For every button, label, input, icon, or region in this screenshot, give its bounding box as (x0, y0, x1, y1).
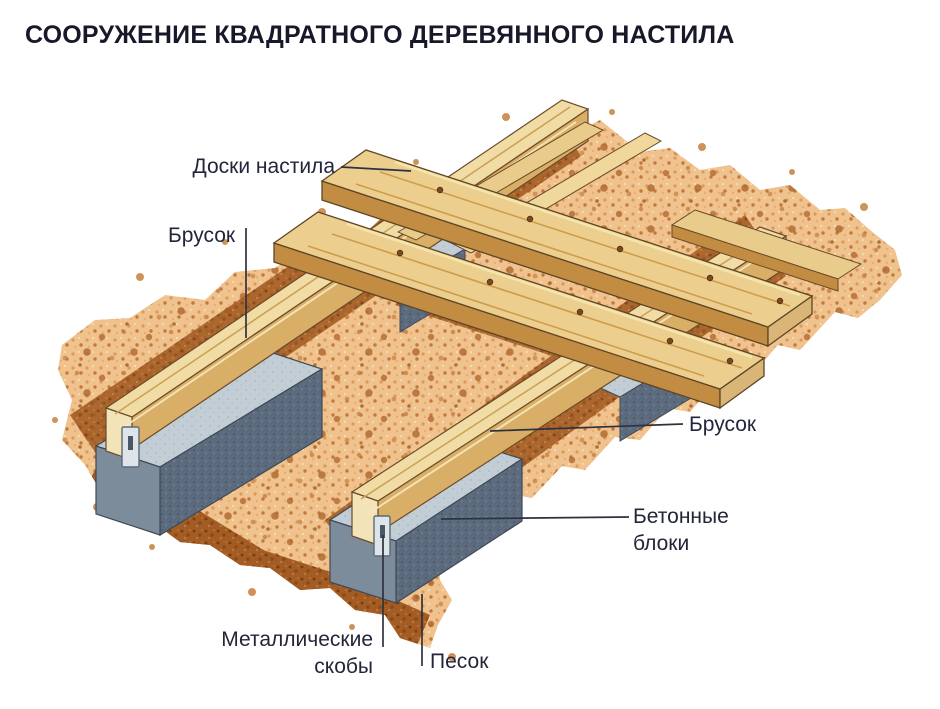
label-bar-right: Брусок (689, 413, 757, 436)
page-title: СООРУЖЕНИЕ КВАДРАТНОГО ДЕРЕВЯННОГО НАСТИ… (25, 21, 735, 49)
leader-concrete-blocks (440, 516, 630, 520)
label-deck-boards: Доски настила (192, 155, 335, 178)
label-bar-left: Брусок (168, 224, 236, 247)
deck-board-bottom (272, 211, 766, 410)
label-metal-staples: Металлические скобы (221, 628, 373, 678)
leader-bar-right (489, 423, 684, 432)
label-concrete-blocks: Бетонные блоки (633, 505, 729, 555)
deck-board-top (320, 149, 814, 348)
metal-staple-left (121, 426, 140, 468)
leader-deck-boards (340, 166, 412, 172)
partial-board-right (670, 209, 863, 292)
nails (396, 186, 784, 365)
metal-staple-right (373, 515, 391, 557)
label-sand: Песок (430, 650, 489, 673)
leader-lines (245, 166, 684, 666)
